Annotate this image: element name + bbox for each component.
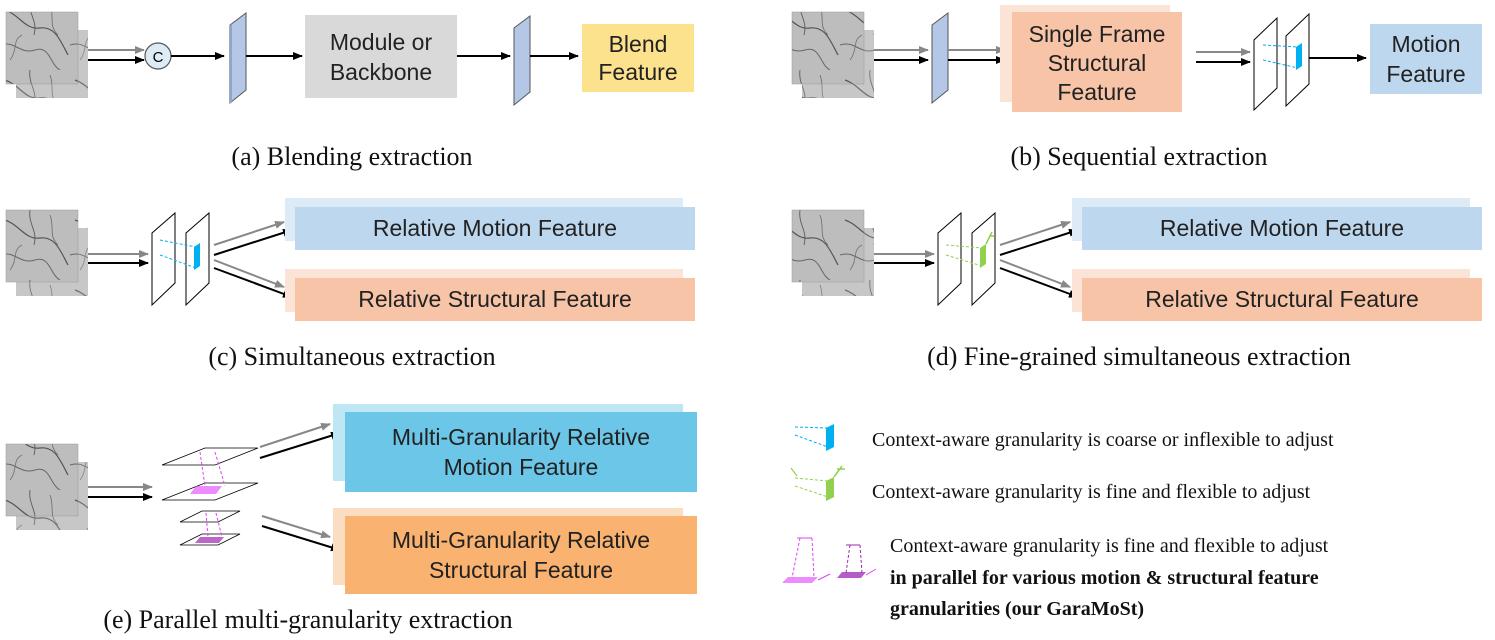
relative-structural-label: Relative Structural Feature [1145,286,1419,312]
feature-map [513,15,531,107]
mg-structural-box [345,516,697,594]
caption-d: (d) Fine-grained simultaneous extraction [927,342,1351,371]
magenta-cube-icon [190,486,222,494]
input-frames [5,443,88,530]
relative-motion-label: Relative Motion Feature [1160,215,1404,241]
magenta-cube-icon [195,537,224,543]
arrow [259,423,331,448]
single-frame-line-3: Feature [1057,79,1136,105]
mg-structural-line-2: Structural Feature [429,557,613,583]
arrow [261,515,331,539]
panel-c: Relative Motion Feature Relative Structu… [5,198,695,371]
single-frame-line-1: Single Frame [1029,21,1166,47]
caption-c: (c) Simultaneous extraction [208,342,495,371]
arrow [213,221,285,246]
arrow [999,267,1079,298]
single-frame-line-2: Structural [1048,50,1146,76]
concat-symbol: C [153,49,164,66]
feature-map [931,12,949,105]
correlation-planes [1253,12,1310,112]
cyan-cube-icon [826,424,834,451]
mg-motion-line-2: Motion Feature [444,454,599,480]
legend-bold-line-2: granularities (our GaraMoSt) [890,598,1144,620]
mg-motion-line-1: Multi-Granularity Relative [392,424,650,450]
panel-a: C Module or Backbone Blend Feature (a) B… [5,11,694,171]
legend-text-3: Context-aware granularity is fine and fl… [890,535,1329,557]
mg-motion-box [345,412,697,492]
caption-b: (b) Sequential extraction [1010,142,1267,171]
relative-motion-box [1082,207,1482,250]
arrow [999,228,1079,256]
input-frames [791,11,874,98]
motion-feature-line-1: Motion [1391,31,1460,57]
arrow [999,259,1071,288]
legend-item-coarse: Context-aware granularity is coarse or i… [794,424,1334,451]
correlation-planes [151,211,210,307]
caption-e: (e) Parallel multi-granularity extractio… [103,605,512,634]
motion-feature-line-2: Feature [1386,61,1465,87]
cyan-cube-icon [194,243,200,270]
caption-a: (a) Blending extraction [231,142,472,171]
arrow [213,259,285,288]
panel-e: Multi-Granularity Relative Motion Featur… [5,404,697,634]
magenta-cube-icon [782,577,818,583]
legend-text-2: Context-aware granularity is fine and fl… [872,481,1311,503]
relative-structural-label: Relative Structural Feature [358,286,632,312]
legend-bold-line-1: in parallel for various motion & structu… [890,567,1319,589]
legend-text-1: Context-aware granularity is coarse or i… [872,429,1334,451]
correlation-planes [937,211,996,307]
feature-map [229,12,247,105]
arrow [999,221,1071,246]
input-frames [5,11,88,98]
arrow [261,525,341,552]
panel-d: Relative Motion Feature Relative Structu… [791,198,1482,371]
blend-feature-line-1: Blend [609,31,668,57]
input-frames [5,209,88,296]
arrow [213,228,293,256]
module-box-line-2: Backbone [330,59,432,85]
relative-structural-box [295,278,695,321]
relative-structural-box [1082,278,1482,321]
green-cube-icon [980,244,986,268]
arrow [213,267,293,298]
blend-feature-box [582,24,694,92]
legend-item-parallel: Context-aware granularity is fine and fl… [782,535,1329,620]
relative-motion-label: Relative Motion Feature [373,215,617,241]
module-box [305,15,457,98]
blend-feature-line-2: Feature [598,59,677,85]
green-cube-icon [826,477,834,501]
motion-feature-box [1370,24,1482,94]
legend: Context-aware granularity is coarse or i… [782,424,1334,620]
multi-granularity-planes [161,447,259,546]
panel-b: Single Frame Structural Feature Motion F… [791,5,1482,171]
module-box-line-1: Module or [330,29,433,55]
legend-item-fine: Context-aware granularity is fine and fl… [790,465,1311,503]
magenta-cube-icon [837,572,866,578]
cyan-cube-icon [1296,43,1302,70]
arrow [259,431,341,459]
relative-motion-box [295,207,695,250]
single-frame-box [1012,12,1182,112]
input-frames [791,209,874,296]
mg-structural-line-1: Multi-Granularity Relative [392,527,650,553]
